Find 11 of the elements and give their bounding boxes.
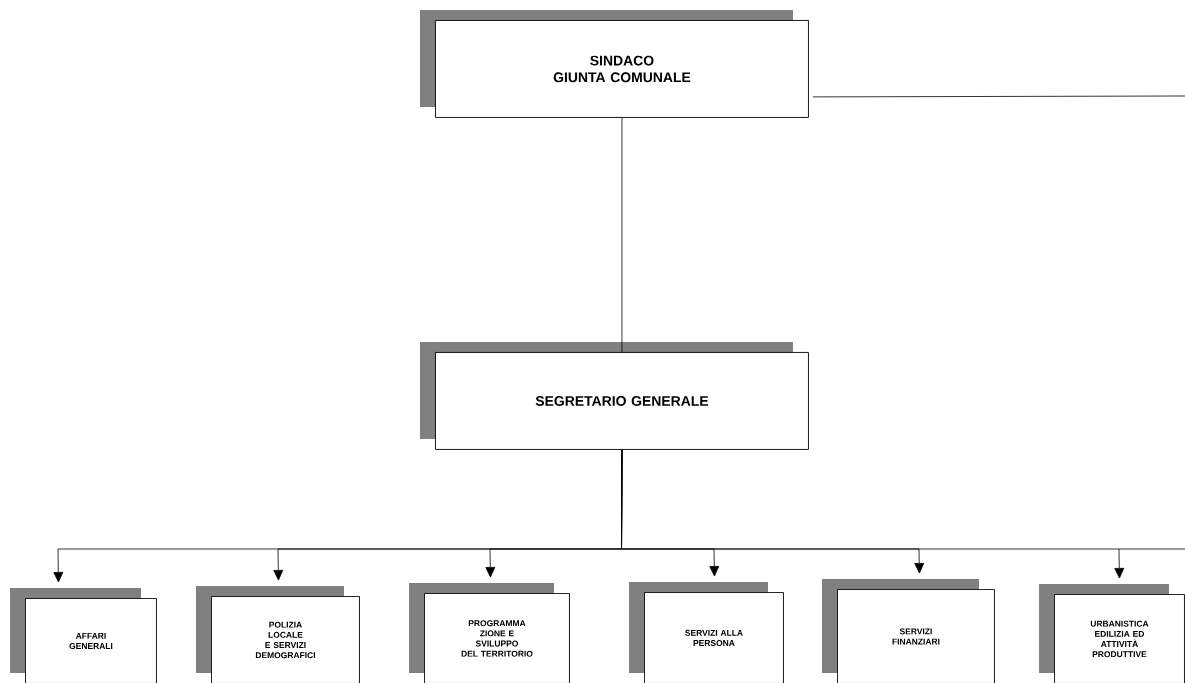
arrow <box>621 449 1185 579</box>
org-box: AFFARI GENERALI <box>10 588 157 683</box>
org-box: POLIZIA LOCALE E SERVIZI DEMOGRAFICI <box>196 586 360 683</box>
org-box: SERVIZI ALLA PERSONA <box>629 582 784 683</box>
org-box: URBANISTICA EDILIZIA ED ATTIVITÀ PRODUTTIVE <box>1039 584 1185 683</box>
org-box: SEGRETARIO GENERALE <box>420 342 809 450</box>
org-box: SERVIZI FINANZIARI <box>822 579 995 683</box>
org-box: SINDACO GIUNTA COMUNALE <box>420 10 809 118</box>
connector-line <box>812 95 1185 98</box>
org-box: PROGRAMMA ZIONE E SVILUPPO DEL TERRITORIO <box>409 583 570 683</box>
connector-line <box>621 117 623 353</box>
